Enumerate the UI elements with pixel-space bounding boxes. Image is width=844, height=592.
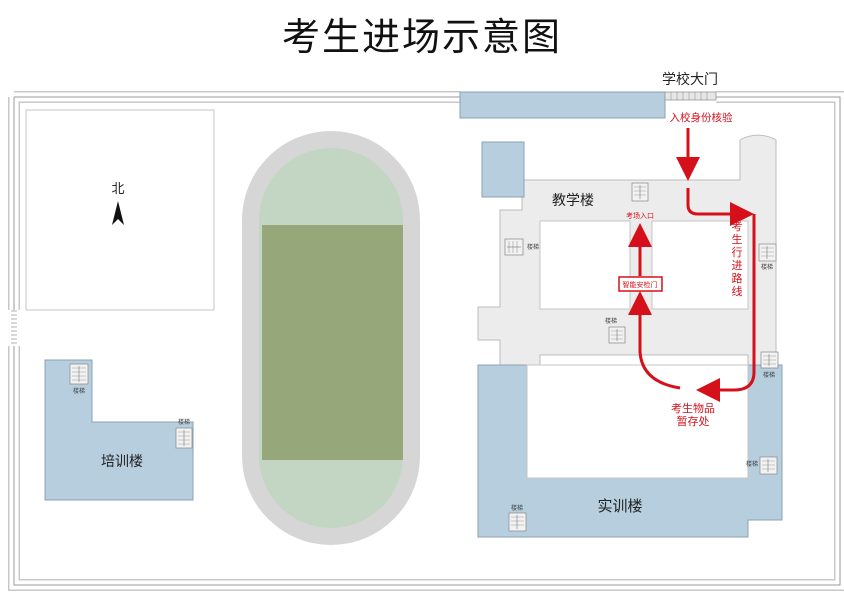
school-gate: 学校大门 xyxy=(459,71,718,119)
route-label: 考生行进路线 xyxy=(732,220,743,298)
storage-label-line1: 考生物品 xyxy=(671,401,715,415)
running-track xyxy=(242,131,420,545)
north-arrow-icon xyxy=(112,201,124,225)
stairs-icon xyxy=(758,243,777,262)
stairs-label: 楼梯 xyxy=(511,504,523,512)
exam-entry-label: 考场入口 xyxy=(626,211,654,220)
page-title: 考生进场示意图 xyxy=(281,15,562,59)
security-gate-label: 智能安检门 xyxy=(623,280,658,289)
stairs-label: 楼梯 xyxy=(746,460,758,468)
security-gate: 智能安检门 xyxy=(618,276,663,292)
football-field xyxy=(262,225,403,460)
route-arrow-storage xyxy=(696,214,756,402)
stairs-icon xyxy=(69,363,89,385)
stairs-icon xyxy=(631,182,649,202)
gate-label: 学校大门 xyxy=(662,71,718,88)
stairs-label: 楼梯 xyxy=(73,387,85,395)
teaching-building-label: 教学楼 xyxy=(552,193,594,209)
storage-label-line2: 暂存处 xyxy=(677,414,710,428)
teaching-building: 教学楼 楼梯 楼梯 楼梯 xyxy=(477,134,777,366)
stairs-icon xyxy=(608,326,626,344)
route-arrow-security xyxy=(628,291,681,390)
stairs-icon xyxy=(508,512,527,532)
stairs-icon xyxy=(759,456,778,475)
north-area: 北 xyxy=(25,109,215,311)
training-building-label: 培训楼 xyxy=(101,454,143,470)
stairs-label: 楼梯 xyxy=(763,371,775,379)
stairs-label: 楼梯 xyxy=(527,243,539,251)
stairs-label: 楼梯 xyxy=(605,317,617,325)
id-check-label: 入校身份核验 xyxy=(670,111,733,124)
practice-building-label: 实训楼 xyxy=(597,497,642,515)
stairs-label: 楼梯 xyxy=(178,418,190,426)
stairs-icon xyxy=(504,238,524,256)
exam-route xyxy=(628,128,756,402)
stairs-label: 楼梯 xyxy=(761,263,773,271)
north-label: 北 xyxy=(111,182,124,197)
stairs-icon xyxy=(760,351,779,369)
route-arrow-east xyxy=(686,188,754,226)
stairs-icon xyxy=(175,427,193,449)
campus-wall xyxy=(8,91,844,591)
practice-building: 实训楼 楼梯 楼梯 楼梯 xyxy=(477,351,783,538)
training-building: 楼梯 楼梯 培训楼 xyxy=(44,359,194,501)
